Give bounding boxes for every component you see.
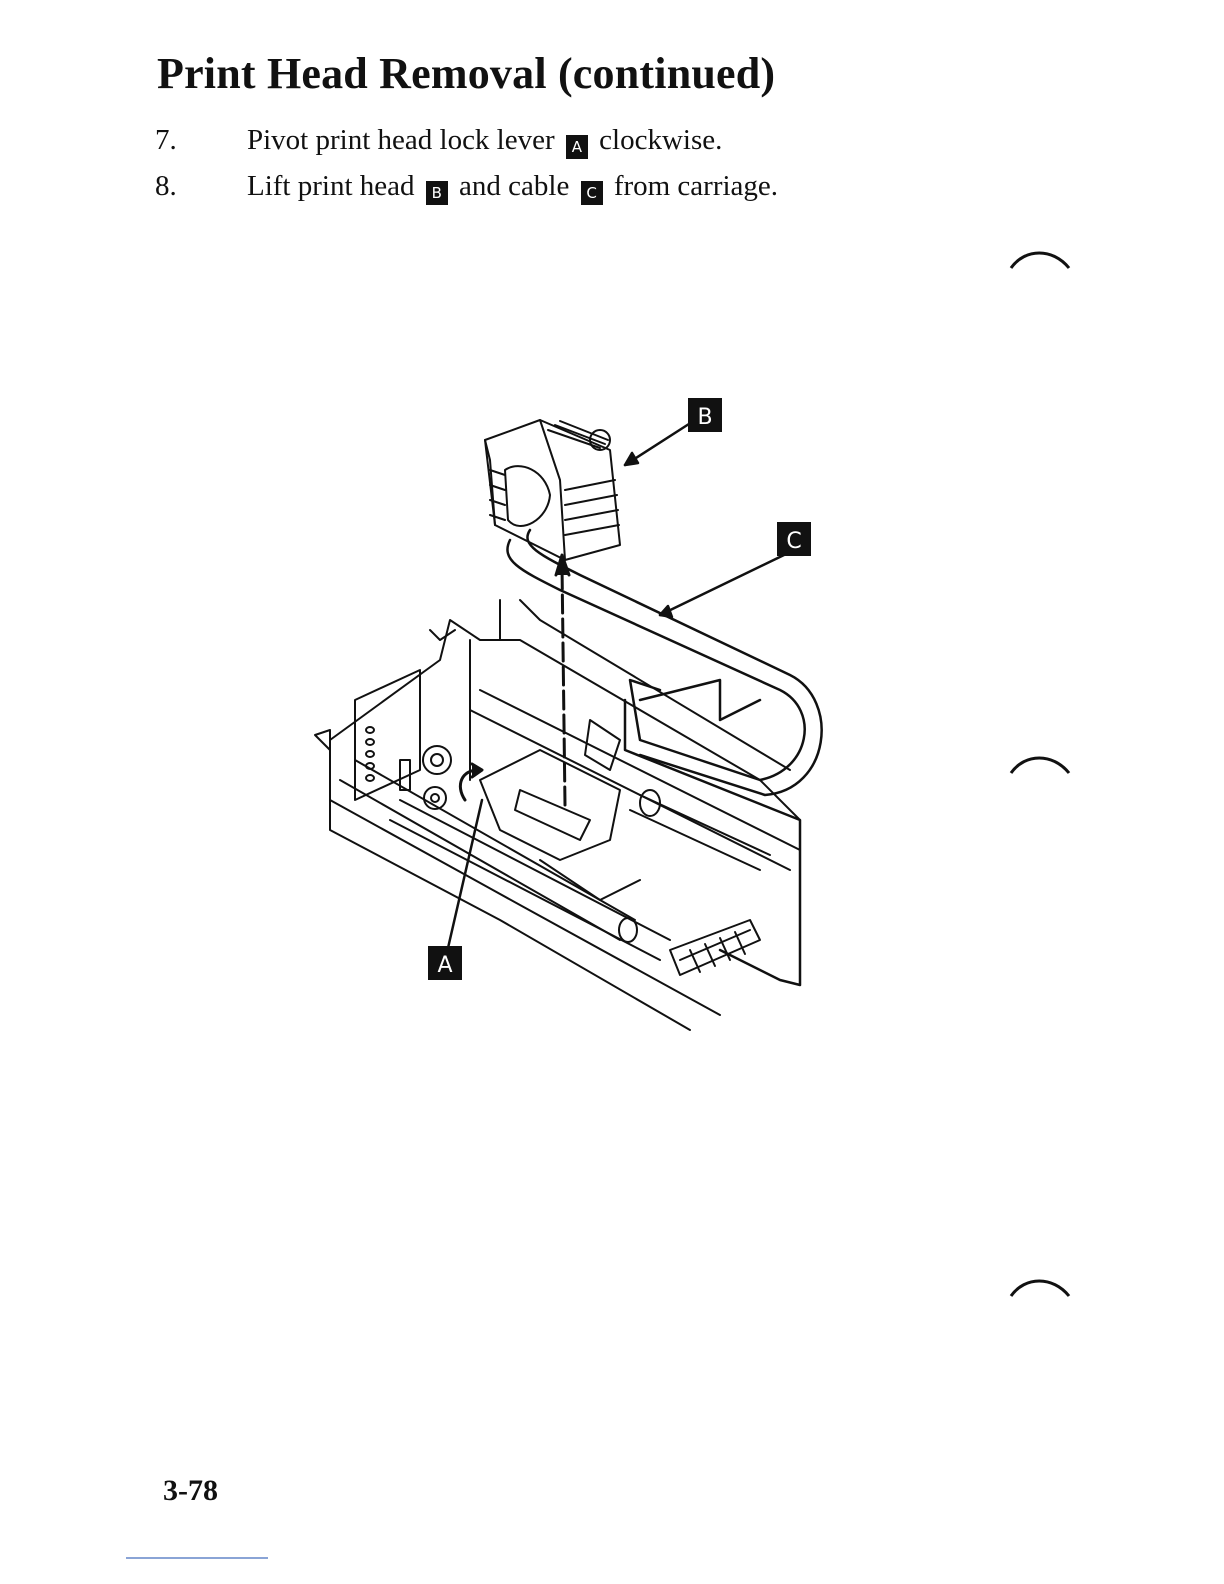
clockwise-arrow — [460, 764, 482, 800]
cable-connector — [670, 920, 760, 975]
binder-hole-mark — [1005, 240, 1075, 330]
callout-a-label: A — [437, 953, 452, 978]
callout-b: B — [688, 398, 722, 432]
callout-a: A — [428, 946, 462, 980]
callout-c: C — [777, 522, 811, 556]
binder-hole-mark — [1005, 745, 1075, 835]
binder-hole-mark — [1005, 1268, 1075, 1358]
page-number: 3-78 — [163, 1474, 218, 1508]
callout-c-label: C — [786, 529, 801, 554]
print-head — [485, 420, 620, 560]
footer-rule — [126, 1557, 268, 1559]
printer-frame — [315, 600, 800, 1030]
guide-rods — [340, 690, 800, 960]
callout-b-label: B — [697, 405, 712, 430]
